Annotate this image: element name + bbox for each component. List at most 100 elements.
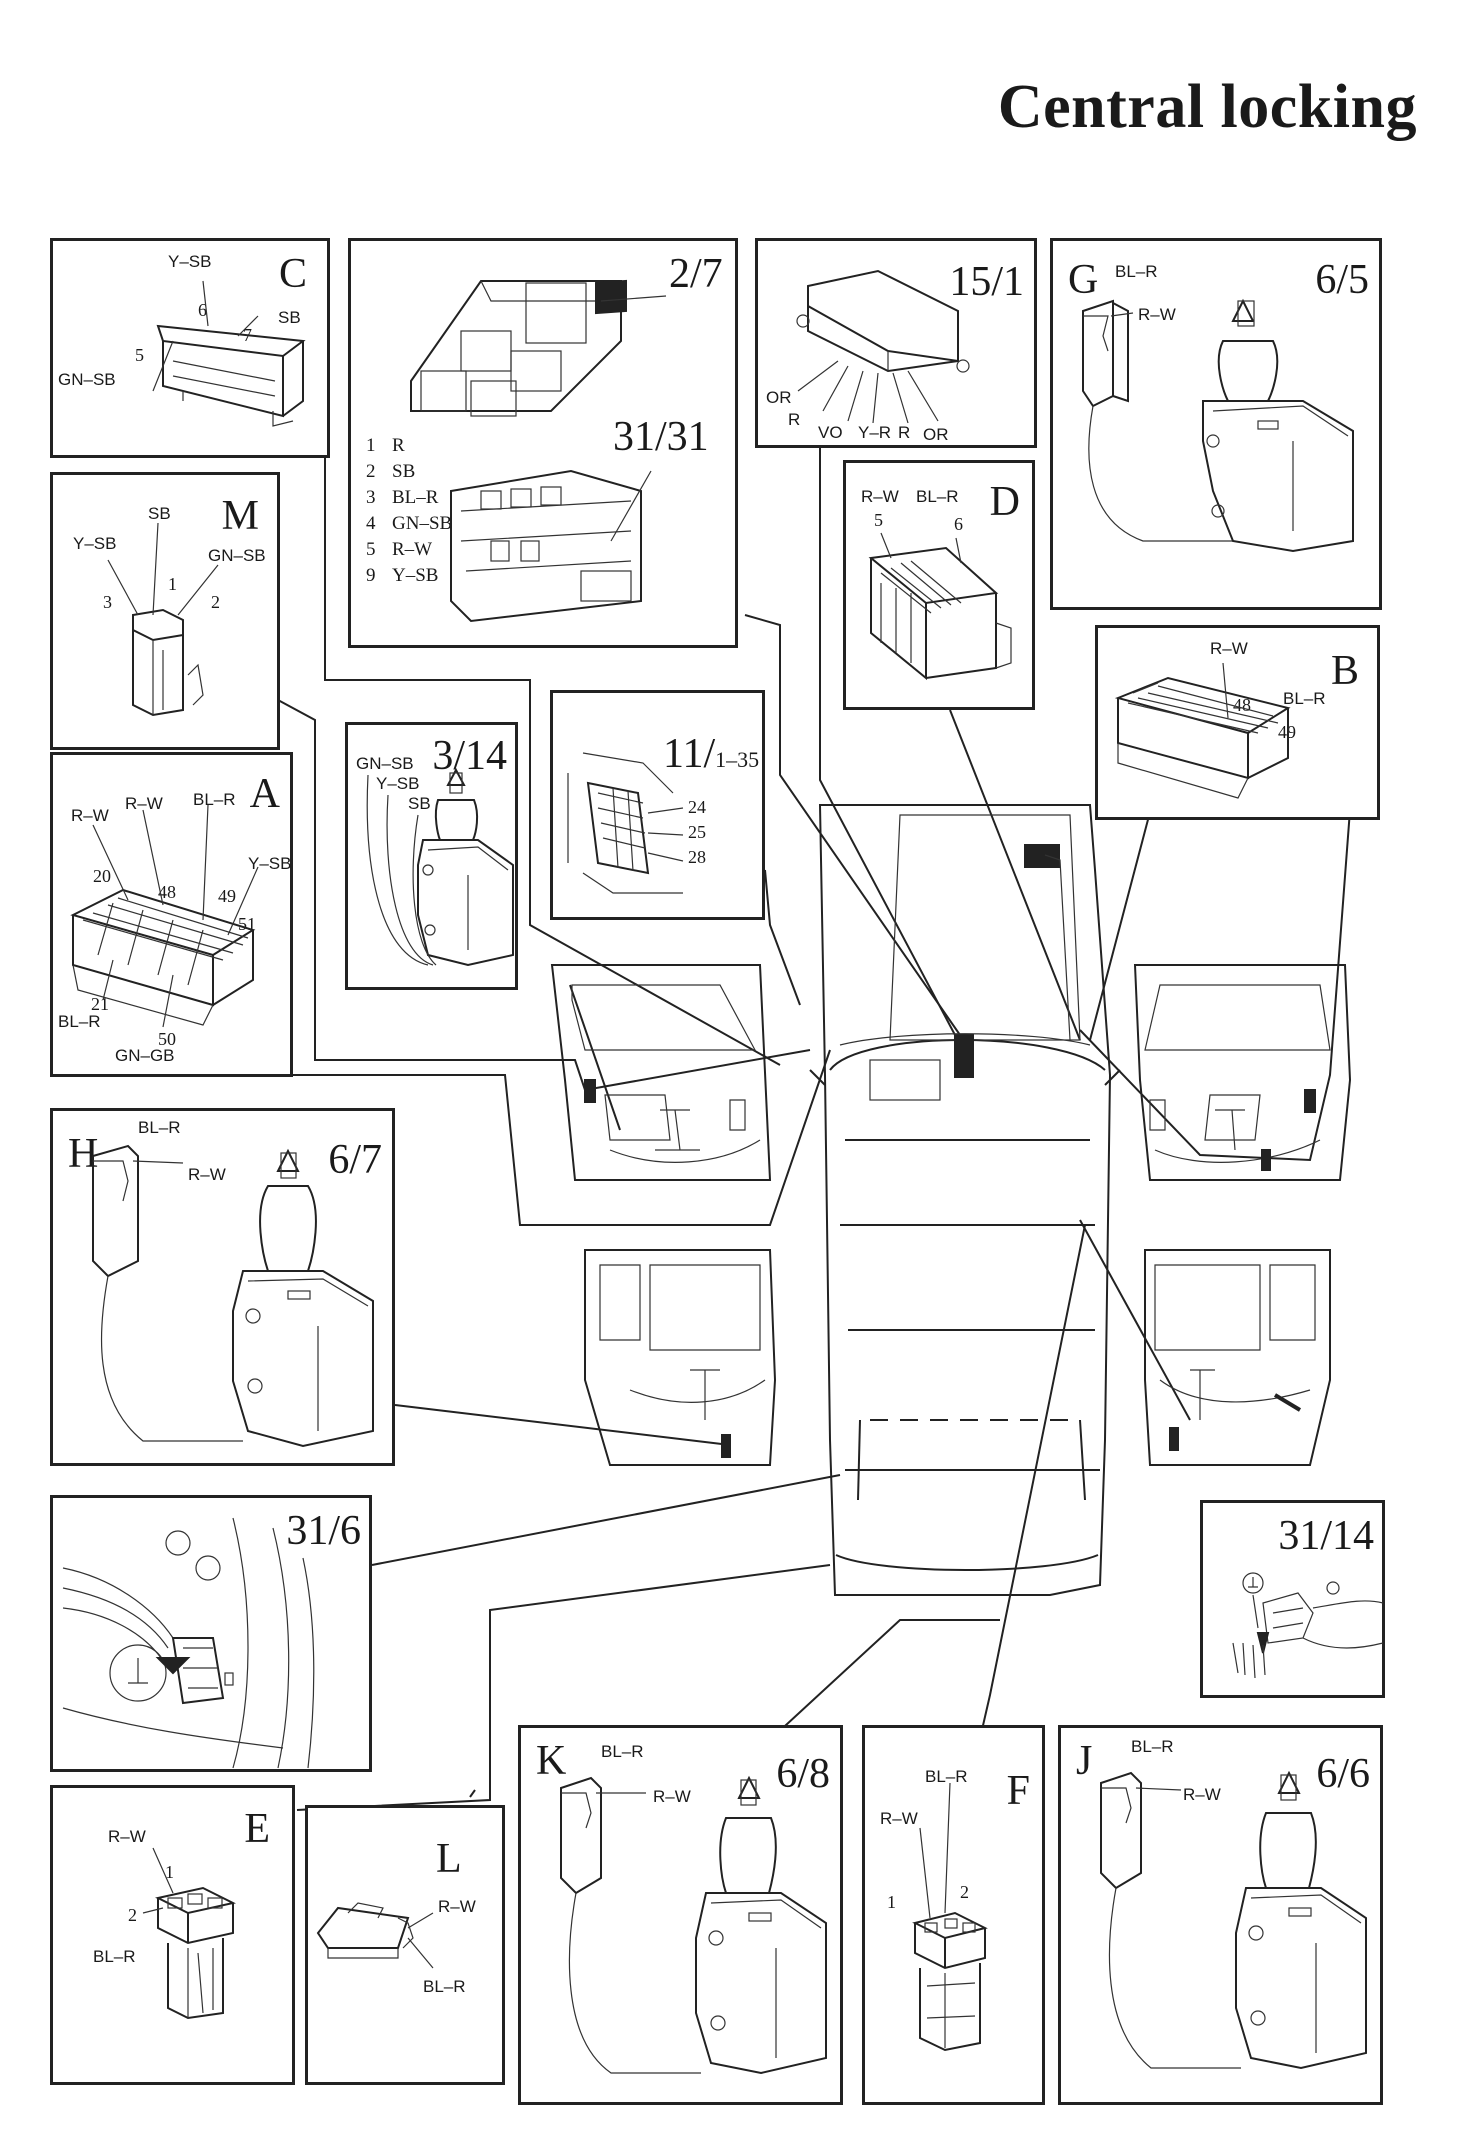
pin-number: 21 bbox=[91, 994, 109, 1014]
component-code: 2/7 bbox=[669, 251, 723, 297]
panel-d: D R–W BL–R 5 6 bbox=[843, 460, 1035, 710]
lock-motor-g-icon bbox=[1082, 298, 1354, 553]
wire-label: BL–R bbox=[58, 1012, 101, 1031]
wire-label: SB bbox=[148, 504, 171, 523]
panel-f: F BL–R R–W 1 2 bbox=[862, 1725, 1045, 2105]
wire-label: Y–SB bbox=[73, 534, 117, 553]
wire-label: OR bbox=[766, 388, 792, 407]
panel-label: M bbox=[221, 493, 259, 539]
panel-3-14: 3/14 GN–SB Y–SB SB bbox=[345, 722, 518, 990]
panel-label: K bbox=[536, 1738, 567, 1784]
wire-label: BL–R bbox=[193, 790, 236, 809]
panel-e: E R–W BL–R 1 2 bbox=[50, 1785, 295, 2085]
wire-label: R–W bbox=[71, 806, 109, 825]
pin-number: 28 bbox=[688, 847, 706, 867]
panel-g: G 6/5 BL–R R–W bbox=[1050, 238, 1382, 610]
connector-f-icon bbox=[912, 1782, 988, 2052]
connector-a-icon bbox=[70, 804, 259, 1028]
connector-e-icon bbox=[142, 1847, 236, 2020]
wire-label: R–W bbox=[125, 794, 163, 813]
lock-motor-k-icon bbox=[560, 1775, 827, 2075]
wire-label: GN–SB bbox=[208, 546, 266, 565]
component-code: 6/6 bbox=[1316, 1751, 1370, 1797]
wire-label: R–W bbox=[108, 1827, 146, 1846]
pin-number: 49 bbox=[218, 886, 236, 906]
pin-number: 2 bbox=[128, 1905, 137, 1925]
wire-label: R–W bbox=[1138, 305, 1176, 324]
control-module-icon bbox=[796, 269, 970, 424]
wire-label: R–W bbox=[1210, 639, 1248, 658]
panel-label: J bbox=[1076, 1738, 1093, 1784]
panel-label: E bbox=[244, 1806, 270, 1852]
wire-label: BL–R bbox=[601, 1742, 644, 1761]
wire-label: Y–R bbox=[858, 423, 892, 442]
wire-label: BL–R bbox=[93, 1947, 136, 1966]
wire-label: Y–SB bbox=[168, 252, 212, 271]
panel-label: G bbox=[1068, 257, 1099, 303]
ground-point-31-14-icon bbox=[1232, 1572, 1384, 1679]
car-body bbox=[818, 804, 1112, 1596]
relay-box-icon bbox=[410, 279, 667, 623]
wire-label: SB bbox=[408, 794, 431, 813]
component-code: 6/8 bbox=[776, 1751, 830, 1797]
pin-number: 20 bbox=[93, 866, 111, 886]
pin-number: 48 bbox=[158, 882, 176, 902]
pin-number: 2 bbox=[960, 1882, 969, 1902]
wire-label: OR bbox=[923, 425, 949, 444]
front-left-door bbox=[550, 964, 772, 1181]
pin-number: 1 bbox=[165, 1862, 174, 1882]
lock-motor-3-14-icon bbox=[366, 767, 514, 967]
panel-label: L bbox=[436, 1836, 462, 1882]
rear-right-door bbox=[1144, 1249, 1331, 1466]
panel-15-1: 15/1 OR R VO Y–R R OR bbox=[755, 238, 1037, 448]
panel-h: H 6/7 BL–R R–W bbox=[50, 1108, 395, 1466]
panel-j: J 6/6 BL–R R–W bbox=[1058, 1725, 1383, 2105]
panel-label: C bbox=[278, 251, 307, 297]
panel-label: D bbox=[989, 479, 1020, 525]
panel-label: F bbox=[1006, 1768, 1030, 1814]
wire-label: R–W bbox=[861, 487, 899, 506]
pin-number: 25 bbox=[688, 822, 706, 842]
wire-label: R–W bbox=[1183, 1785, 1221, 1804]
panel-label: A bbox=[249, 771, 280, 817]
panel-k: K 6/8 BL–R R–W bbox=[518, 1725, 843, 2105]
wire-label: BL–R bbox=[138, 1118, 181, 1137]
connector-c-icon bbox=[152, 280, 306, 427]
wire-label: GN–SB bbox=[58, 370, 116, 389]
connector-m-icon bbox=[107, 522, 219, 717]
pin-number: 50 bbox=[158, 1029, 176, 1049]
panel-11-1-35: 11/1–35 24 25 28 bbox=[550, 690, 765, 920]
wire-label: GN–GB bbox=[115, 1046, 175, 1065]
wire-label: BL–R bbox=[1283, 689, 1326, 708]
wire-label: Y–SB bbox=[248, 854, 292, 873]
panel-31-14: 31/14 bbox=[1200, 1500, 1385, 1698]
wire-label: R–W bbox=[880, 1809, 918, 1828]
wire-label: R bbox=[898, 423, 911, 442]
pin-number: 5 bbox=[135, 345, 144, 365]
component-code: 11/1–35 bbox=[663, 731, 760, 777]
wire-label: BL–R bbox=[1115, 262, 1158, 281]
wire-label: R bbox=[788, 410, 801, 429]
lock-motor-j-icon bbox=[1100, 1770, 1367, 2070]
component-code: 15/1 bbox=[949, 259, 1024, 305]
panel-b: B R–W BL–R 48 49 bbox=[1095, 625, 1380, 820]
panel-m: M SB Y–SB GN–SB 1 3 2 bbox=[50, 472, 280, 750]
lock-motor-h-icon bbox=[92, 1144, 374, 1448]
pin-number: 3 bbox=[103, 592, 112, 612]
wire-label: VO bbox=[818, 423, 843, 442]
connector-b-icon bbox=[1114, 662, 1291, 799]
pin-number: 2 bbox=[211, 592, 220, 612]
pin-number: 6 bbox=[198, 300, 207, 320]
component-code: 31/31 bbox=[613, 414, 709, 460]
wire-label: BL–R bbox=[916, 487, 959, 506]
component-code: 3/14 bbox=[432, 733, 507, 779]
